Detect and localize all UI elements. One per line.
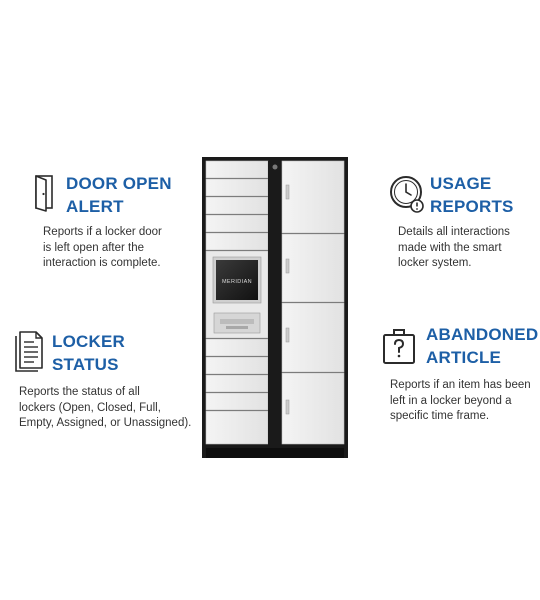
feature-description: Reports the status of all lockers (Open,… — [19, 386, 192, 429]
lock-indicator — [272, 164, 278, 170]
column-divider — [268, 161, 282, 448]
feature-title: DOOR OPEN ALERT — [66, 174, 172, 216]
smart-locker-illustration: MERIDIAN — [200, 155, 350, 460]
clock-icon — [388, 172, 426, 221]
cabinet-base — [206, 448, 344, 458]
door-handles — [285, 184, 290, 415]
feature-description: Reports if an item has been left in a lo… — [390, 379, 531, 422]
feature-description: Details all interactions made with the s… — [398, 226, 510, 269]
document-icon — [14, 330, 46, 377]
feature-title: USAGE REPORTS — [430, 174, 514, 216]
feature-title: ABANDONED ARTICLE — [426, 325, 539, 367]
kiosk-screen — [216, 260, 258, 300]
feature-description: Reports if a locker door is left open af… — [43, 226, 162, 269]
feature-title: LOCKER STATUS — [52, 332, 125, 374]
briefcase-question-icon — [382, 323, 418, 372]
kiosk-screen-logo: MERIDIAN — [222, 279, 252, 285]
right-column-doors — [281, 160, 345, 445]
left-column-doors — [205, 160, 269, 445]
door-open-icon — [34, 172, 60, 217]
